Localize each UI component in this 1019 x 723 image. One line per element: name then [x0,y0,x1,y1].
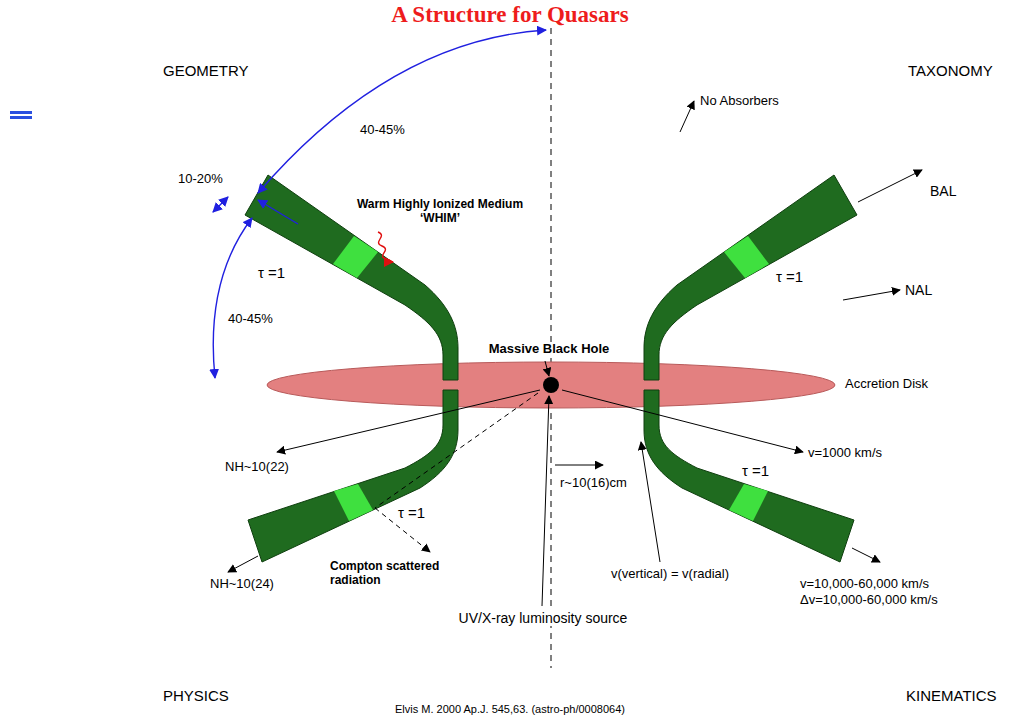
leader-arrow [545,361,549,376]
black-hole [543,377,559,393]
leader-arrow [641,442,660,562]
disk-label: Accretion Disk [845,377,928,392]
taxonomy-label: BAL [930,183,956,199]
scatter-line [375,393,538,508]
angle-arrow [213,218,252,378]
velocity-label: Δv=10,000-60,000 km/s [800,593,938,608]
angle-label: 10-20% [178,172,223,187]
taxonomy-label: NAL [905,282,932,298]
angle-label: 40-45% [228,312,273,327]
velocity-label: v=1000 km/s [808,446,882,461]
leader-arrow [852,548,880,562]
optical-depth-label: τ =1 [776,268,803,285]
angle-arrow [213,197,228,212]
wind-band [644,175,857,380]
angle-arrow [258,200,298,224]
accretion-disk [267,362,835,408]
corner-heading: GEOMETRY [163,62,249,79]
taxonomy-label: No Absorbers [700,94,779,109]
diagram-title: A Structure for Quasars [391,2,628,28]
optical-depth-patch [334,484,373,521]
wind-band [644,390,854,562]
velocity-label: v=10,000-60,000 km/s [800,577,929,592]
leader-arrow [562,390,803,452]
leader-arrow [542,396,549,606]
angle-arrow [258,30,546,193]
corner-heading: PHYSICS [163,687,229,704]
source-label: UV/X-ray luminosity source [456,610,631,626]
column-density-label: NH~10(24) [210,577,274,592]
black-hole-label: Massive Black Hole [486,342,613,357]
velocity-label: v(vertical) = v(radial) [611,567,729,582]
figure-caption: Elvis M. 2000 Ap.J. 545,63. (astro-ph/00… [395,703,625,716]
optical-depth-label: τ =1 [258,264,285,281]
leader-arrow [858,170,922,202]
radius-label: r~10(16)cm [560,476,627,491]
medium-label: Warm Highly Ionized Medium ‘WHIM’ [350,198,530,226]
optical-depth-label: τ =1 [742,462,769,479]
leader-arrow [228,556,258,572]
leader-arrow [555,465,603,466]
leader-arrow [680,101,694,132]
corner-heading: KINEMATICS [906,687,997,704]
leader-arrow [277,390,540,452]
wind-band [248,390,458,562]
column-density-label: NH~10(22) [225,460,289,475]
angle-label: 40-45% [360,123,405,138]
corner-heading: TAXONOMY [908,62,993,79]
optical-depth-label: τ =1 [398,504,425,521]
corner-mark [10,111,32,114]
scatter-label: Compton scattered radiation [330,560,448,588]
wind-band [248,390,458,562]
whim-pointer [378,232,393,262]
leader-arrow [843,290,900,300]
optical-depth-patch [333,236,378,278]
corner-mark [10,116,32,119]
